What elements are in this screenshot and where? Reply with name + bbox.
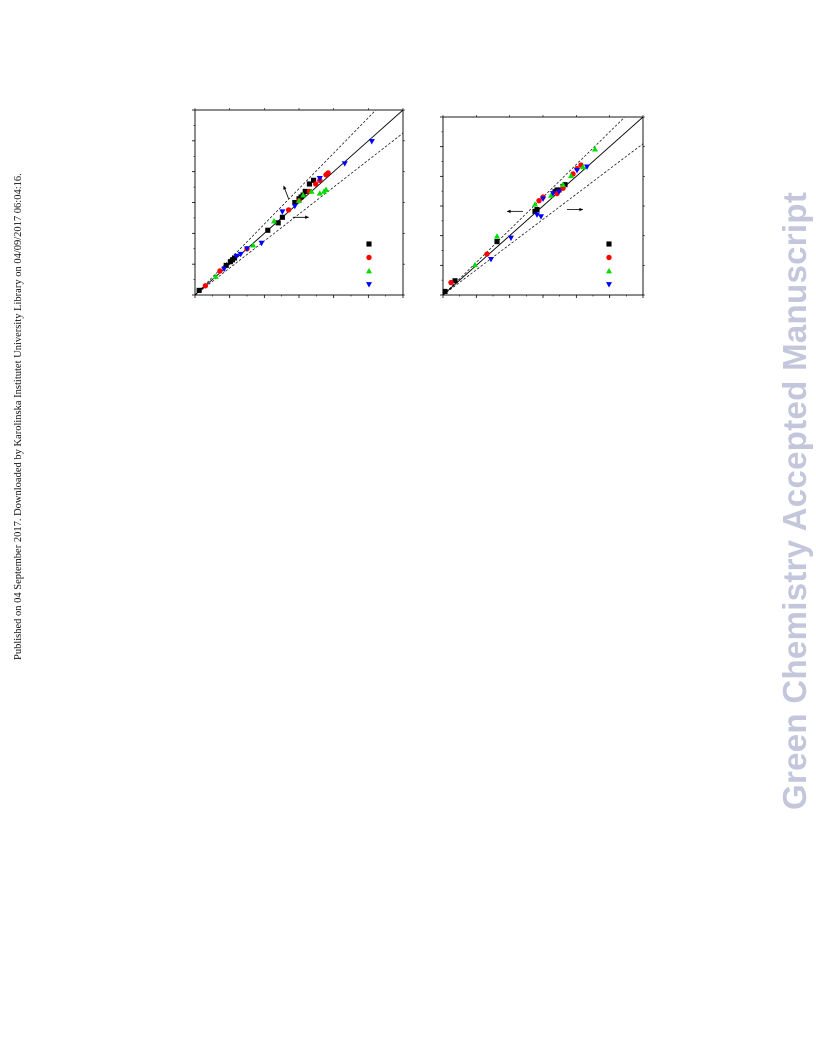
left-chart-group <box>192 108 405 298</box>
left-series-4 <box>221 139 375 273</box>
left-legend <box>366 241 372 288</box>
right-point-triangle-down <box>508 235 514 242</box>
right-arrow-head <box>507 209 511 214</box>
right-point-triangle-down <box>534 212 540 218</box>
right-point-square <box>534 207 540 213</box>
left-point-square <box>292 199 298 206</box>
left-legend-symbol-triangle-up <box>366 268 372 274</box>
left-ticks <box>192 108 405 298</box>
right-point-triangle-up <box>568 172 574 179</box>
right-point-triangle-down <box>574 168 580 174</box>
right-ticks <box>440 115 645 298</box>
left-arrow-up-left <box>283 185 289 199</box>
left-point-square <box>196 287 202 293</box>
right-legend-symbol-square <box>606 241 612 247</box>
left-legend-symbol-circle <box>366 254 372 261</box>
right-legend-symbol-triangle-down <box>606 282 612 288</box>
right-legend-symbol-triangle-up <box>606 268 612 274</box>
right-point-triangle-up <box>592 146 598 152</box>
left-arrow-head <box>305 215 309 220</box>
left-point-triangle-down <box>368 139 375 145</box>
right-series-4 <box>488 164 590 263</box>
right-series-1 <box>442 182 568 294</box>
left-point-square <box>279 214 285 220</box>
right-arrow-right <box>567 207 583 212</box>
right-point-triangle-up <box>548 192 554 198</box>
right-point-triangle-down <box>538 214 544 220</box>
left-point-triangle-up <box>296 197 302 204</box>
left-point-triangle-down <box>233 253 240 260</box>
left-point-triangle-up <box>271 218 278 224</box>
right-point-square <box>452 278 458 284</box>
right-arrow-left <box>507 209 523 214</box>
left-point-square <box>265 227 271 233</box>
left-legend-symbol-triangle-down <box>366 282 372 288</box>
left-point-square <box>231 255 238 261</box>
left-point-circle <box>312 181 319 187</box>
right-point-triangle-down <box>556 189 562 195</box>
left-point-triangle-down <box>258 240 265 247</box>
left-point-triangle-up <box>308 188 315 194</box>
left-point-triangle-down <box>221 266 228 273</box>
left-reference-line-dashed <box>195 132 403 295</box>
left-point-square <box>275 220 281 226</box>
right-point-triangle-up <box>494 233 500 239</box>
right-point-triangle-down <box>540 196 546 202</box>
left-legend-symbol-square <box>366 241 372 247</box>
left-annotation-arrows <box>283 185 309 220</box>
left-point-square <box>311 177 317 183</box>
right-point-triangle-up <box>560 181 566 188</box>
left-point-triangle-up <box>212 273 219 279</box>
left-point-triangle-down <box>279 209 286 215</box>
right-point-circle <box>536 197 542 204</box>
left-arrow-right <box>292 215 309 220</box>
left-point-triangle-down <box>244 246 250 252</box>
right-point-triangle-up <box>532 201 538 207</box>
left-point-triangle-up <box>250 242 257 248</box>
right-point-triangle-down <box>550 191 556 197</box>
left-point-square <box>223 262 229 268</box>
right-point-square <box>494 239 500 245</box>
right-reference-line-solid <box>443 117 643 295</box>
right-point-square <box>562 182 568 188</box>
right-point-circle <box>484 251 490 257</box>
right-arrow-head <box>579 207 583 212</box>
right-point-triangle-up <box>472 261 478 268</box>
left-point-circle <box>202 283 209 289</box>
left-point-square <box>302 188 308 194</box>
left-point-triangle-up <box>300 192 307 198</box>
right-point-triangle-down <box>488 257 494 263</box>
left-series-3 <box>212 186 330 279</box>
left-point-circle <box>217 268 223 274</box>
left-point-triangle-down <box>341 161 348 167</box>
left-point-square <box>306 181 312 187</box>
right-point-circle <box>448 279 454 286</box>
left-arrow-head <box>283 185 287 190</box>
left-point-circle <box>285 207 292 213</box>
right-series-2 <box>448 162 584 286</box>
left-point-triangle-down <box>316 176 323 182</box>
right-chart-group <box>440 115 645 298</box>
right-point-triangle-down <box>584 164 590 170</box>
left-point-triangle-down <box>237 251 244 258</box>
right-point-square <box>442 288 448 294</box>
right-legend-symbol-circle <box>606 254 612 261</box>
left-point-circle <box>325 170 331 176</box>
right-annotation-arrows <box>507 207 583 214</box>
left-point-triangle-up <box>323 186 330 192</box>
left-point-triangle-down <box>291 203 298 210</box>
right-point-triangle-up <box>580 163 586 170</box>
right-legend <box>606 241 612 288</box>
left-point-triangle-up <box>316 190 323 196</box>
right-series-3 <box>472 146 598 268</box>
right-reference-line-dashed <box>443 143 643 295</box>
